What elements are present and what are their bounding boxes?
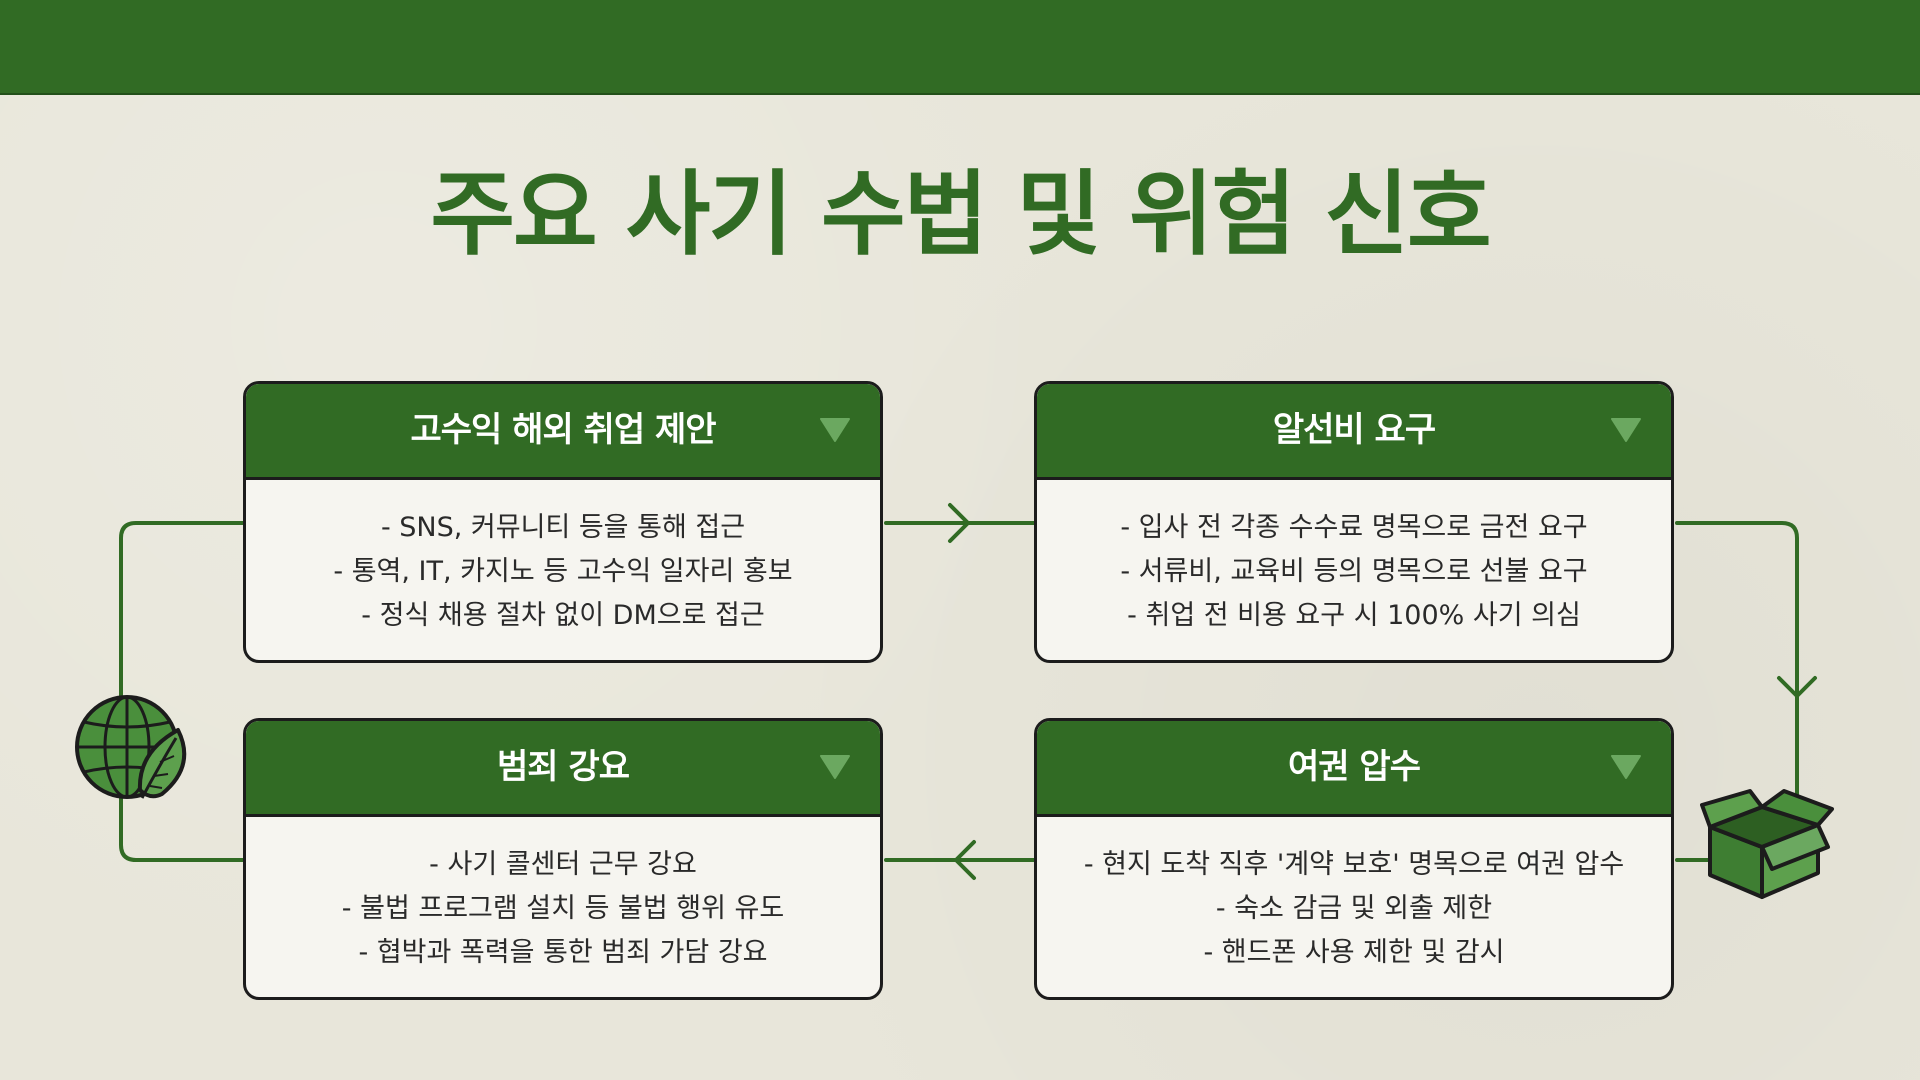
card-title: 고수익 해외 취업 제안 xyxy=(246,384,880,477)
card-body: - SNS, 커뮤니티 등을 통해 접근 - 통역, IT, 카지노 등 고수익… xyxy=(246,480,880,638)
card-header: 알선비 요구 xyxy=(1037,384,1671,480)
step-card-passport-seizure: 여권 압수 - 현지 도착 직후 '계약 보호' 명목으로 여권 압수 - 숙소… xyxy=(1034,718,1674,1000)
card-line: - 정식 채용 절차 없이 DM으로 접근 xyxy=(246,594,880,638)
triangle-down-icon[interactable] xyxy=(1611,417,1641,443)
card-line: - 현지 도착 직후 '계약 보호' 명목으로 여권 압수 xyxy=(1037,843,1671,887)
step-card-forced-crime: 범죄 강요 - 사기 콜센터 근무 강요 - 불법 프로그램 설치 등 불법 행… xyxy=(243,718,883,1000)
globe-leaf-icon xyxy=(70,690,200,810)
step-card-job-offer: 고수익 해외 취업 제안 - SNS, 커뮤니티 등을 통해 접근 - 통역, … xyxy=(243,381,883,663)
triangle-down-icon[interactable] xyxy=(820,754,850,780)
card-line: - 핸드폰 사용 제한 및 감시 xyxy=(1037,931,1671,975)
card-line: - 불법 프로그램 설치 등 불법 행위 유도 xyxy=(246,887,880,931)
card-line: - 협박과 폭력을 통한 범죄 가담 강요 xyxy=(246,931,880,975)
card-line: - 통역, IT, 카지노 등 고수익 일자리 홍보 xyxy=(246,550,880,594)
card-title: 알선비 요구 xyxy=(1037,384,1671,477)
triangle-down-icon[interactable] xyxy=(1611,754,1641,780)
card-line: - 숙소 감금 및 외출 제한 xyxy=(1037,887,1671,931)
triangle-down-icon[interactable] xyxy=(820,417,850,443)
step-card-brokerage-fee: 알선비 요구 - 입사 전 각종 수수료 명목으로 금전 요구 - 서류비, 교… xyxy=(1034,381,1674,663)
card-body: - 사기 콜센터 근무 강요 - 불법 프로그램 설치 등 불법 행위 유도 -… xyxy=(246,817,880,975)
card-header: 범죄 강요 xyxy=(246,721,880,817)
card-line: - 입사 전 각종 수수료 명목으로 금전 요구 xyxy=(1037,506,1671,550)
card-line: - 취업 전 비용 요구 시 100% 사기 의심 xyxy=(1037,594,1671,638)
card-title: 여권 압수 xyxy=(1037,721,1671,814)
card-body: - 입사 전 각종 수수료 명목으로 금전 요구 - 서류비, 교육비 등의 명… xyxy=(1037,480,1671,638)
card-line: - 서류비, 교육비 등의 명목으로 선불 요구 xyxy=(1037,550,1671,594)
open-box-icon xyxy=(1700,785,1835,905)
card-header: 여권 압수 xyxy=(1037,721,1671,817)
card-line: - 사기 콜센터 근무 강요 xyxy=(246,843,880,887)
card-header: 고수익 해외 취업 제안 xyxy=(246,384,880,480)
card-title: 범죄 강요 xyxy=(246,721,880,814)
card-line: - SNS, 커뮤니티 등을 통해 접근 xyxy=(246,506,880,550)
card-body: - 현지 도착 직후 '계약 보호' 명목으로 여권 압수 - 숙소 감금 및 … xyxy=(1037,817,1671,975)
